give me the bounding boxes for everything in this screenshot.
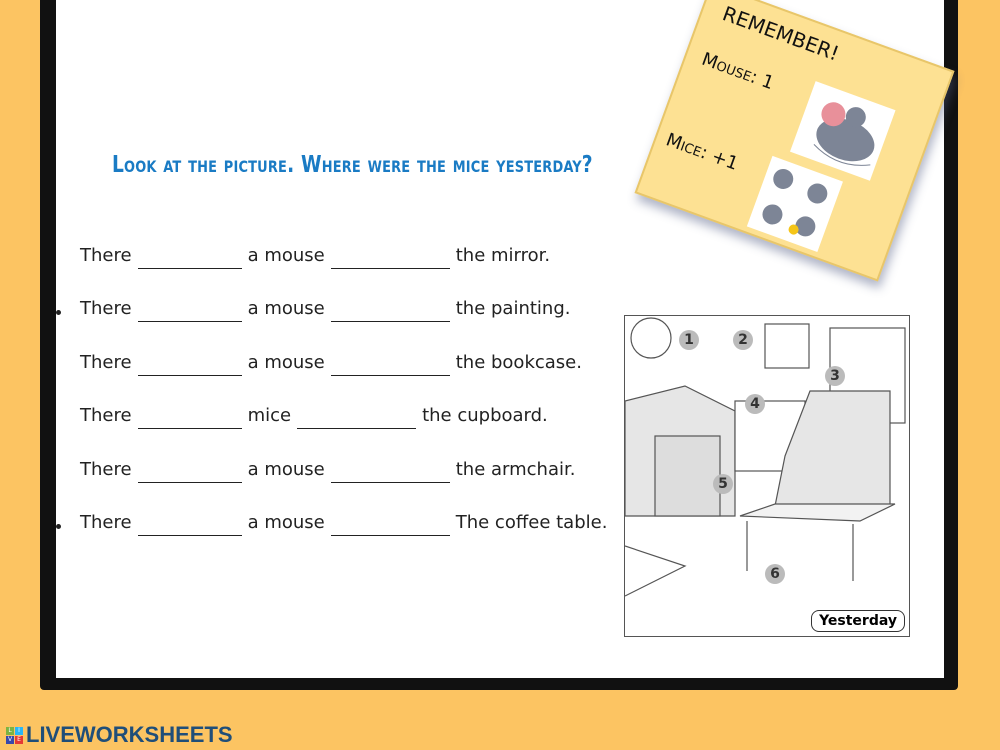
line-end: The coffee table.: [455, 512, 608, 533]
line-start: There: [80, 298, 132, 319]
verb-blank-input[interactable]: [137, 513, 242, 536]
line-start: There: [80, 512, 132, 533]
bullet: [56, 310, 61, 315]
verb-blank-input[interactable]: [137, 299, 242, 322]
line-end: the bookcase.: [455, 352, 582, 373]
line-middle: a mouse: [247, 245, 325, 266]
picture-number: 2: [733, 330, 753, 350]
picture-number: 4: [745, 394, 765, 414]
bullet: [56, 524, 61, 529]
exercise-line: There mice the cupboard.: [80, 405, 548, 429]
line-end: the mirror.: [455, 245, 551, 266]
line-middle: mice: [247, 405, 292, 426]
picture-number: 6: [765, 564, 785, 584]
line-middle: a mouse: [247, 352, 325, 373]
verb-blank-input[interactable]: [137, 353, 242, 376]
mice-image: [746, 155, 843, 253]
preposition-blank-input[interactable]: [330, 353, 450, 376]
exercise-line: There a mouse The coffee table.: [80, 512, 607, 536]
exercise-line: There a mouse the armchair.: [80, 459, 575, 483]
preposition-blank-input[interactable]: [330, 460, 450, 483]
mouse-image: [790, 81, 896, 181]
preposition-blank-input[interactable]: [297, 406, 417, 429]
remember-note: REMEMBER! Mouse: 1 Mice: +1: [634, 0, 955, 282]
verb-blank-input[interactable]: [137, 246, 242, 269]
picture-number: 5: [713, 474, 733, 494]
line-start: There: [80, 245, 132, 266]
picture-number: 3: [825, 366, 845, 386]
living-room-picture: 1 2 3 4 5 6 Yesterday: [624, 315, 910, 637]
picture-number: 1: [679, 330, 699, 350]
preposition-blank-input[interactable]: [330, 246, 450, 269]
yesterday-label: Yesterday: [811, 610, 905, 632]
note-mouse: Mouse: 1: [698, 48, 777, 95]
exercise-line: There a mouse the painting.: [80, 298, 570, 322]
instruction-title: Look at the picture. Where were the mice…: [112, 152, 593, 178]
line-start: There: [80, 405, 132, 426]
line-start: There: [80, 459, 132, 480]
line-middle: a mouse: [247, 512, 325, 533]
line-end: the armchair.: [455, 459, 576, 480]
line-start: There: [80, 352, 132, 373]
verb-blank-input[interactable]: [137, 406, 242, 429]
line-middle: a mouse: [247, 459, 325, 480]
verb-blank-input[interactable]: [137, 460, 242, 483]
line-middle: a mouse: [247, 298, 325, 319]
preposition-blank-input[interactable]: [330, 299, 450, 322]
line-end: the cupboard.: [422, 405, 548, 426]
brand-name: LIVEWORKSHEETS: [26, 722, 233, 747]
note-mice: Mice: +1: [663, 129, 741, 175]
preposition-blank-input[interactable]: [330, 513, 450, 536]
exercise-line: There a mouse the mirror.: [80, 245, 550, 269]
line-end: the painting.: [455, 298, 571, 319]
exercise-line: There a mouse the bookcase.: [80, 352, 582, 376]
